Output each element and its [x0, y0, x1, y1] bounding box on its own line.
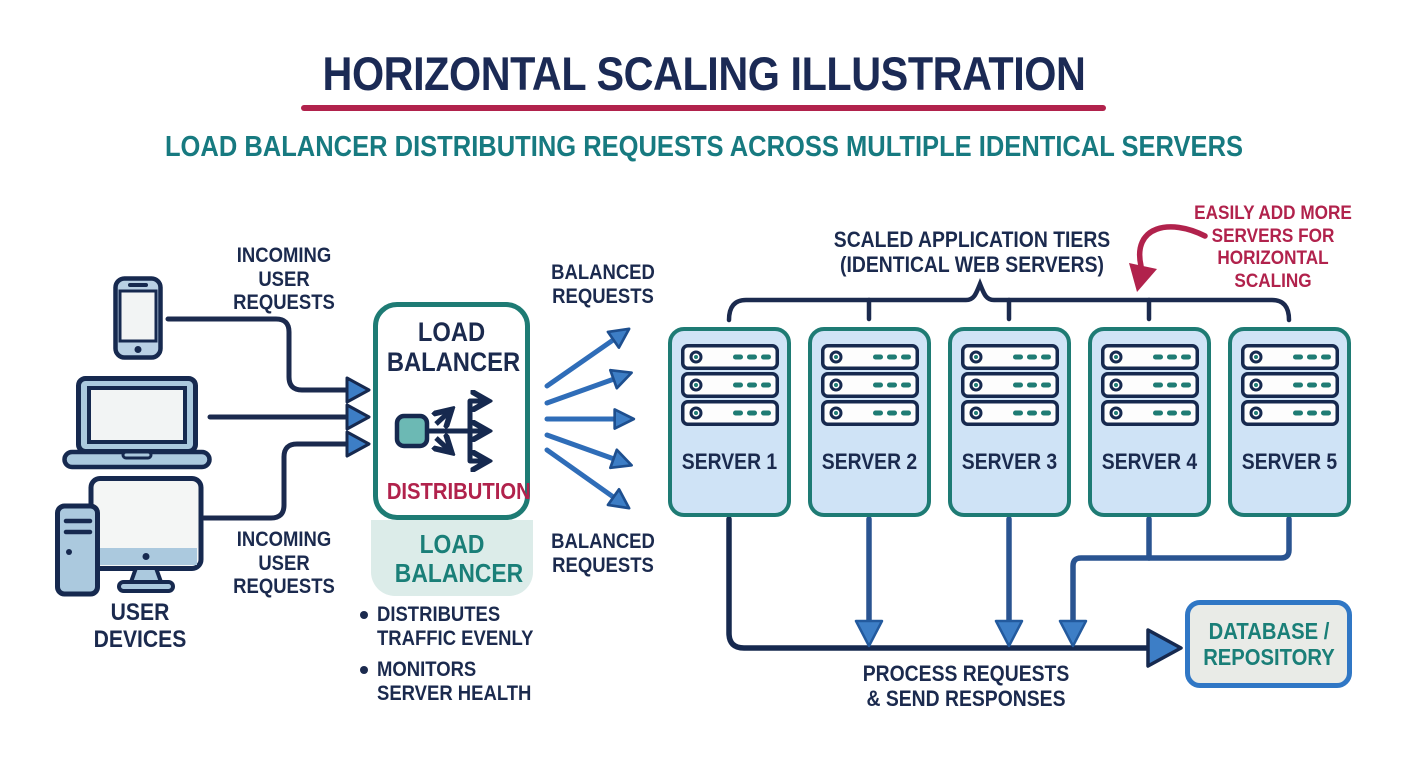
distribution-label: DISTRIBUTION — [386, 478, 531, 504]
balanced-requests-label-top: BALANCED REQUESTS — [551, 261, 655, 308]
server-box-1: SERVER 1 — [668, 327, 791, 517]
add-servers-arrowhead — [1129, 263, 1157, 292]
wire-phone-to-lb — [165, 316, 351, 393]
page-title: HORIZONTAL SCALING ILLUSTRATION — [0, 47, 1408, 101]
server-box-4: SERVER 4 — [1088, 327, 1211, 517]
load-balancer-sublabel: LOAD BALANCER — [394, 529, 524, 589]
balanced-requests-label-bottom: BALANCED REQUESTS — [551, 530, 655, 577]
server-label: SERVER 3 — [961, 449, 1058, 474]
incoming-requests-label-bottom: INCOMING USER REQUESTS — [233, 528, 335, 599]
server-box-2: SERVER 2 — [808, 327, 931, 517]
server-tier-bracket — [726, 277, 1292, 323]
server-rack-icon — [821, 344, 919, 426]
title-underline — [301, 105, 1106, 111]
bullet-dot — [360, 666, 368, 675]
database-label: DATABASE / REPOSITORY — [1202, 617, 1335, 670]
user-devices-caption: USER DEVICES — [93, 599, 187, 653]
incoming-arrowhead-3 — [345, 430, 371, 458]
wire-server5-merge — [1070, 516, 1292, 623]
distribution-icon — [394, 387, 510, 475]
add-servers-curved-arrow — [1136, 224, 1208, 269]
server-label: SERVER 2 — [821, 449, 918, 474]
load-balancer-box: LOAD BALANCER DISTRIBUTION — [373, 302, 531, 520]
merged-arrowhead — [1058, 619, 1088, 648]
server-label: SERVER 4 — [1101, 449, 1198, 474]
server-label: SERVER 5 — [1241, 449, 1338, 474]
server2-arrowhead — [854, 619, 884, 648]
server-box-5: SERVER 5 — [1228, 327, 1351, 517]
bullet-item: MONITORS SERVER HEALTH — [360, 658, 570, 706]
bullet-item: DISTRIBUTES TRAFFIC EVENLY — [360, 603, 570, 651]
bullet-text: MONITORS SERVER HEALTH — [377, 658, 532, 706]
balanced-arrow-1 — [544, 327, 631, 389]
incoming-arrowhead-2 — [345, 403, 371, 431]
server-label: SERVER 1 — [681, 449, 778, 474]
server-rack-icon — [681, 344, 779, 426]
laptop-icon — [62, 376, 212, 471]
page-subtitle-text: LOAD BALANCER DISTRIBUTING REQUESTS ACRO… — [164, 131, 1244, 163]
bullet-text: DISTRIBUTES TRAFFIC EVENLY — [377, 603, 534, 651]
wire-server1-to-database — [726, 516, 1149, 651]
balanced-arrow-4 — [544, 432, 633, 470]
add-servers-note: EASILY ADD MORE SERVERS FOR HORIZONTAL S… — [1194, 202, 1352, 292]
load-balancer-sublabel-box: LOAD BALANCER — [371, 520, 533, 596]
scaled-tier-label: SCALED APPLICATION TIERS (IDENTICAL WEB … — [833, 227, 1111, 277]
load-balancer-title: LOAD BALANCER — [386, 317, 521, 378]
balanced-arrow-2 — [544, 368, 633, 406]
server-box-3: SERVER 3 — [948, 327, 1071, 517]
page-subtitle: LOAD BALANCER DISTRIBUTING REQUESTS ACRO… — [0, 131, 1408, 163]
incoming-arrowhead-1 — [345, 376, 371, 404]
process-requests-label: PROCESS REQUESTS & SEND RESPONSES — [862, 661, 1070, 711]
server3-arrowhead — [994, 619, 1024, 648]
server-rack-icon — [1101, 344, 1199, 426]
wire-desktop-to-lb — [201, 441, 351, 521]
load-balancer-bullet-list: DISTRIBUTES TRAFFIC EVENLY MONITORS SERV… — [360, 603, 570, 714]
bullet-dot — [360, 611, 368, 619]
server-tier-bracket-ticks — [866, 297, 1152, 322]
page-title-text: HORIZONTAL SCALING ILLUSTRATION — [322, 47, 1086, 100]
server-rack-icon — [961, 344, 1059, 426]
balanced-arrow-5 — [544, 447, 631, 510]
smartphone-icon — [113, 276, 163, 360]
desktop-computer-icon — [55, 476, 205, 598]
incoming-requests-label-top: INCOMING USER REQUESTS — [233, 244, 335, 315]
database-box: DATABASE / REPOSITORY — [1185, 600, 1352, 688]
server-rack-icon — [1241, 344, 1339, 426]
database-arrowhead — [1146, 628, 1183, 668]
